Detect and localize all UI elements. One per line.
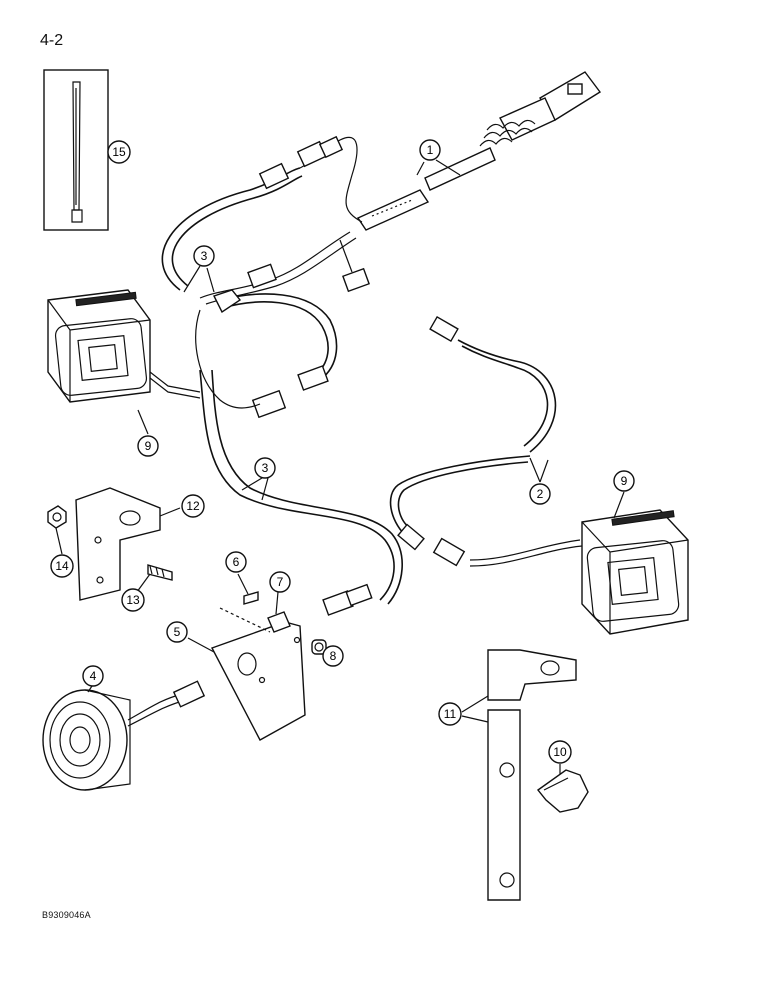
upper-harness-part bbox=[161, 135, 370, 419]
svg-text:11: 11 bbox=[444, 707, 457, 721]
callout-3-lower: 3 bbox=[254, 457, 276, 479]
svg-text:2: 2 bbox=[537, 487, 544, 501]
mount-bracket-part bbox=[211, 591, 327, 741]
callout-1: 1 bbox=[419, 139, 441, 161]
main-harness-plug-part bbox=[356, 71, 602, 231]
long-bracket-part bbox=[487, 649, 589, 901]
callout-8: 8 bbox=[322, 645, 344, 667]
svg-text:13: 13 bbox=[126, 593, 140, 607]
svg-text:3: 3 bbox=[262, 461, 269, 475]
callout-9-right: 9 bbox=[613, 470, 635, 492]
page-number: 4-2 bbox=[40, 32, 64, 49]
callout-10: 10 bbox=[548, 740, 572, 764]
svg-text:12: 12 bbox=[186, 499, 200, 513]
callout-9-left: 9 bbox=[137, 435, 159, 457]
left-bracket-part bbox=[47, 487, 173, 601]
callout-4: 4 bbox=[82, 665, 104, 687]
callout-3-upper: 3 bbox=[193, 245, 215, 267]
svg-text:5: 5 bbox=[174, 625, 181, 639]
svg-text:10: 10 bbox=[553, 745, 567, 759]
svg-text:4: 4 bbox=[90, 669, 97, 683]
callout-13: 13 bbox=[121, 588, 145, 612]
callout-12: 12 bbox=[181, 494, 205, 518]
right-lamp-part bbox=[581, 509, 689, 635]
lower-harness-part bbox=[199, 369, 403, 616]
round-alarm-part bbox=[42, 680, 206, 791]
svg-text:8: 8 bbox=[330, 649, 337, 663]
svg-text:1: 1 bbox=[427, 143, 434, 157]
callout-5: 5 bbox=[166, 621, 188, 643]
svg-text:15: 15 bbox=[112, 145, 126, 159]
callout-11: 11 bbox=[438, 702, 462, 726]
svg-text:9: 9 bbox=[145, 439, 152, 453]
figure-code: B9309046A bbox=[42, 910, 91, 920]
callout-2: 2 bbox=[529, 483, 551, 505]
callout-6: 6 bbox=[225, 551, 247, 573]
svg-text:14: 14 bbox=[55, 559, 69, 573]
svg-text:3: 3 bbox=[201, 249, 208, 263]
callout-7: 7 bbox=[269, 571, 291, 593]
svg-text:7: 7 bbox=[277, 575, 284, 589]
cable-tie-part bbox=[43, 69, 109, 231]
svg-text:9: 9 bbox=[621, 474, 628, 488]
callout-15: 15 bbox=[107, 140, 131, 164]
leader-lines bbox=[55, 159, 625, 774]
right-harness-part bbox=[389, 315, 583, 567]
svg-text:6: 6 bbox=[233, 555, 240, 569]
left-lamp-part bbox=[47, 289, 201, 403]
callout-14: 14 bbox=[50, 554, 74, 578]
